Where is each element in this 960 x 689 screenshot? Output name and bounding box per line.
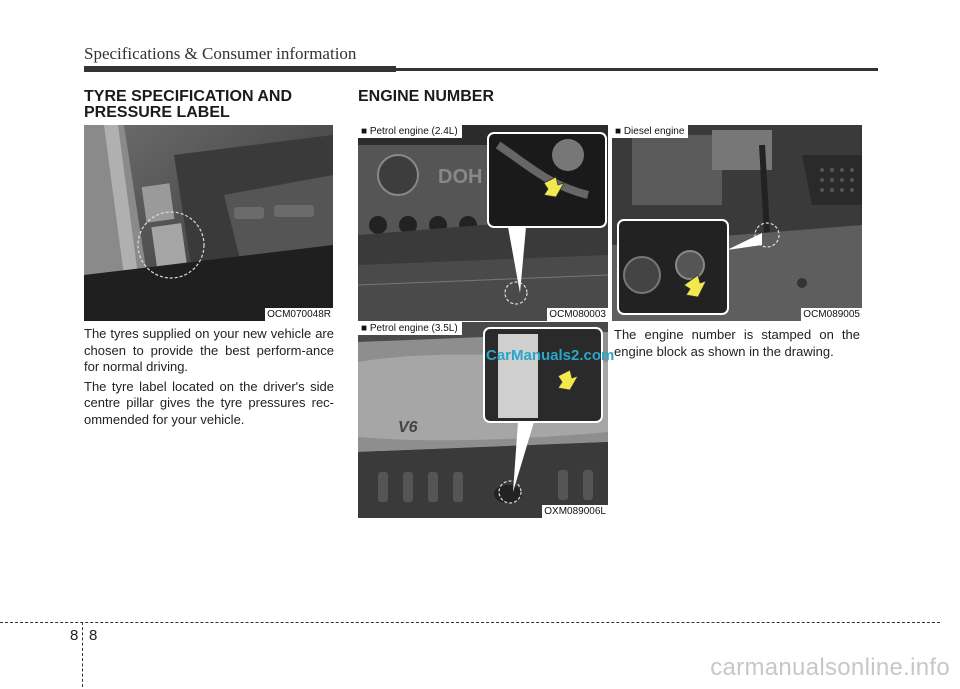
diesel-engine-photo: ■ Diesel engine OCM089005	[612, 125, 862, 321]
tyre-paragraph-1: The tyres supplied on your new vehicle a…	[84, 326, 334, 374]
tyre-paragraph-2: The tyre label located on the driver's s…	[84, 378, 334, 427]
diesel-image-code: OCM089005	[801, 308, 862, 321]
petrol-2-4-caption: ■ Petrol engine (2.4L)	[358, 125, 462, 138]
tyre-label-photo: OCM070048R	[84, 125, 333, 321]
tyre-description: The tyres supplied on your new vehicle a…	[84, 326, 334, 431]
tyre-title-line1: TYRE SPECIFICATION AND	[84, 88, 293, 105]
diesel-engine-illustration	[612, 125, 862, 321]
page-header-title: Specifications & Consumer information	[84, 44, 357, 63]
footer-dashed-divider	[82, 622, 83, 687]
footer-dashed-rule	[0, 622, 940, 623]
diesel-caption: ■ Diesel engine	[612, 125, 689, 138]
petrol-2-4-engine-illustration: DOH	[358, 125, 608, 321]
petrol-3-5-engine-photo: V6 ■ Petrol engine (3.5L) OXM089006L	[358, 322, 608, 518]
watermark-text: CarManuals2.com	[486, 347, 615, 364]
header-rule	[84, 68, 878, 71]
tyre-title-line2: PRESSURE LABEL	[84, 104, 230, 121]
engine-section-title: ENGINE NUMBER	[358, 88, 495, 105]
engine-description: The engine number is stamped on the engi…	[614, 327, 860, 359]
petrol-3-5-image-code: OXM089006L	[542, 505, 608, 518]
petrol-2-4-image-code: OCM080003	[547, 308, 608, 321]
tyre-section-title: TYRE SPECIFICATION AND PRESSURE LABEL	[84, 89, 292, 121]
door-pillar-illustration	[84, 125, 333, 321]
header-tab-bar	[84, 66, 396, 72]
petrol-3-5-caption: ■ Petrol engine (3.5L)	[358, 322, 462, 335]
image-code: OCM070048R	[265, 308, 333, 321]
svg-text:DOH: DOH	[438, 166, 482, 188]
page-number: 8	[89, 627, 98, 644]
petrol-2-4-engine-photo: DOH ■ Petrol engine (2.4L) OCM080003	[358, 125, 608, 321]
svg-text:V6: V6	[398, 419, 418, 436]
petrol-3-5-engine-illustration: V6	[358, 322, 608, 518]
footer-site-watermark: carmanualsonline.info	[710, 654, 950, 681]
page-number-section: 8	[70, 627, 79, 644]
